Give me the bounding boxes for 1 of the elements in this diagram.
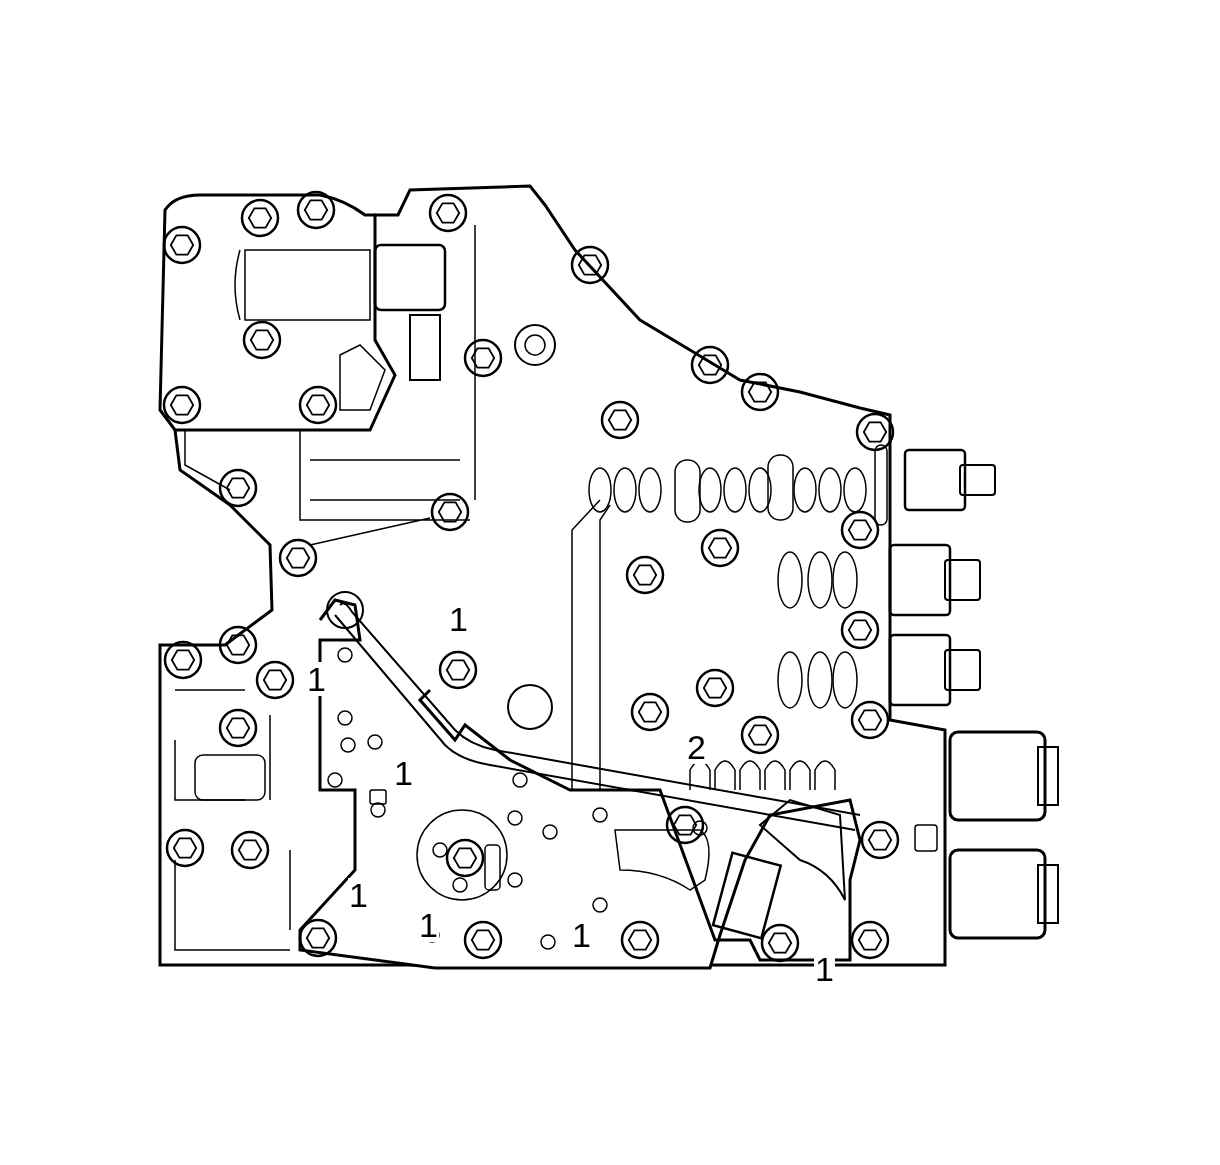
callout-number: 1 — [306, 662, 327, 696]
